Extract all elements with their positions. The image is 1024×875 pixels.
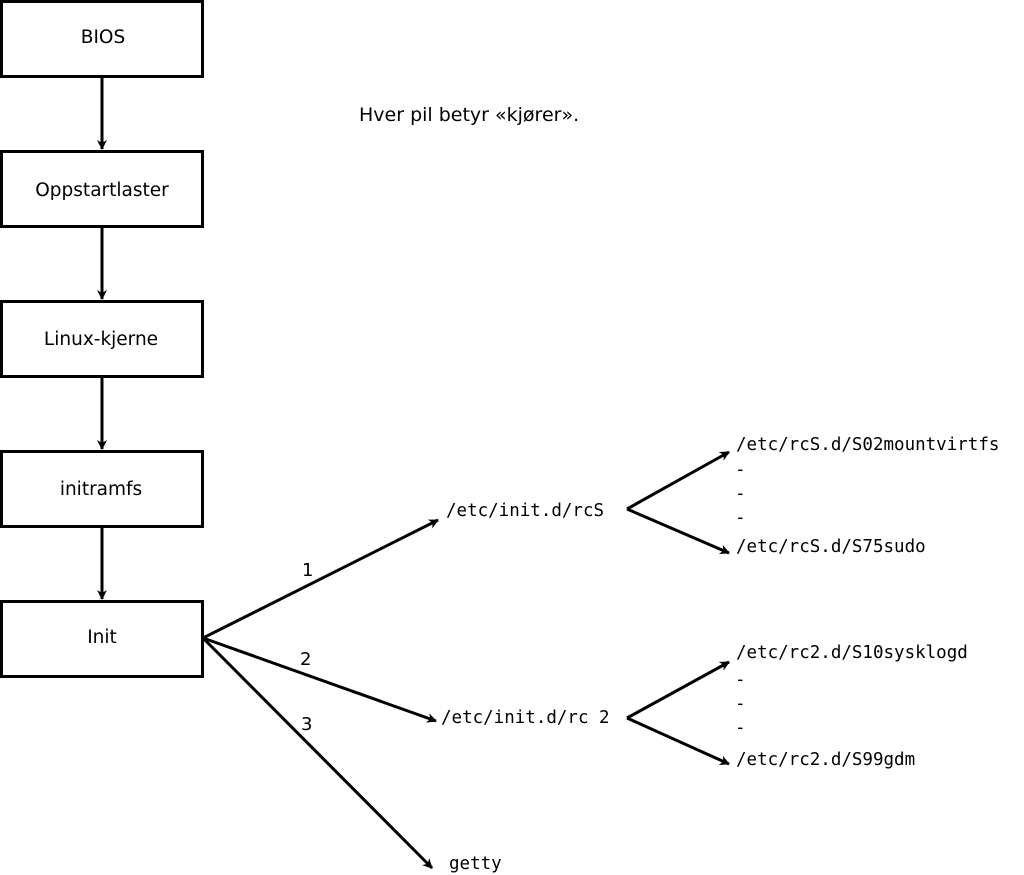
init-label: Init <box>87 627 117 648</box>
rc2-target: /etc/init.d/rc 2 <box>441 708 610 728</box>
rcs-dot-3: - <box>735 508 746 528</box>
arrow-rc2-last <box>626 716 730 766</box>
bios-box: BIOS <box>0 0 204 78</box>
rcs-dot-1: - <box>735 460 746 480</box>
rc2-first-script: /etc/rc2.d/S10sysklogd <box>736 643 968 663</box>
rcs-target: /etc/init.d/rcS <box>446 501 604 521</box>
rc2-dot-3: - <box>735 718 746 738</box>
kernel-label: Linux-kjerne <box>44 329 158 350</box>
edge-label-2: 2 <box>300 649 311 670</box>
arrow-init-to-rc2 <box>202 636 437 723</box>
rcs-last-script: /etc/rcS.d/S75sudo <box>736 537 926 557</box>
initramfs-box: initramfs <box>0 450 204 528</box>
arrow-rc2-first <box>626 660 730 720</box>
rc2-dot-2: - <box>735 694 746 714</box>
bootloader-label: Oppstartlaster <box>35 180 169 201</box>
rc2-dot-1: - <box>735 670 746 690</box>
arrow-rcs-first <box>626 450 730 511</box>
legend-note: Hver pil betyr «kjører». <box>359 104 579 126</box>
arrow-init-to-rcs <box>202 518 439 640</box>
rc2-last-script: /etc/rc2.d/S99gdm <box>736 750 915 770</box>
arrow-rcs-last <box>626 507 730 555</box>
bootloader-box: Oppstartlaster <box>0 150 204 228</box>
rcs-dot-2: - <box>735 484 746 504</box>
kernel-box: Linux-kjerne <box>0 300 204 378</box>
arrow-init-to-getty <box>201 636 434 870</box>
getty-target: getty <box>449 854 502 874</box>
edge-label-3: 3 <box>301 714 312 735</box>
init-box: Init <box>0 600 204 678</box>
rcs-first-script: /etc/rcS.d/S02mountvirtfs <box>736 435 999 455</box>
bios-label: BIOS <box>81 27 125 48</box>
initramfs-label: initramfs <box>60 479 142 500</box>
edge-label-1: 1 <box>302 560 313 581</box>
